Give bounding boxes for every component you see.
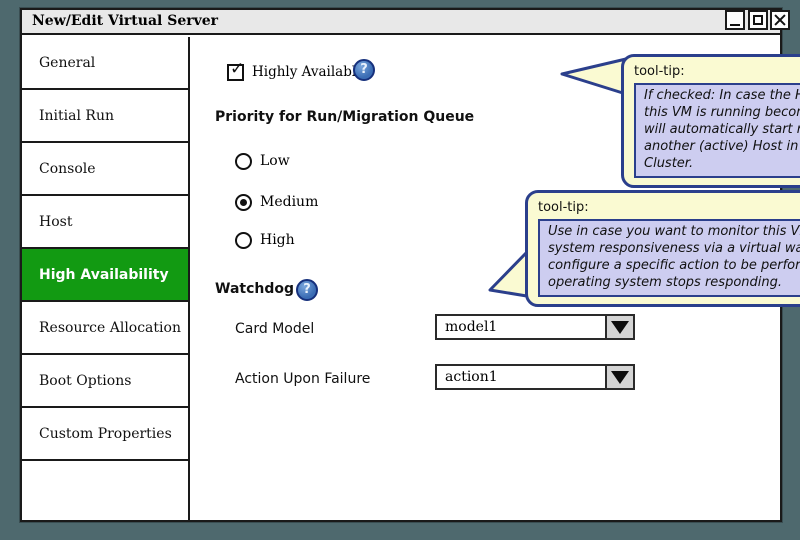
sidebar-item-high-availability[interactable]: High Availability [22,249,188,302]
sidebar: General Initial Run Console Host High Av… [22,37,190,520]
minimize-button[interactable] [725,10,745,30]
card-model-value: model1 [445,319,498,335]
window-title: New/Edit Virtual Server [32,13,219,29]
sidebar-item-initial-run[interactable]: Initial Run [22,90,188,143]
action-upon-failure-value: action1 [445,369,498,385]
radio-dot [240,199,247,206]
action-upon-failure-dropdown[interactable]: action1 [435,364,635,390]
sidebar-item-console[interactable]: Console [22,143,188,196]
card-model-label: Card Model [235,321,315,337]
content-panel: ✓ Highly Available ? tool-tip: If checke… [192,37,800,520]
titlebar: New/Edit Virtual Server [22,10,790,35]
medium-radio[interactable] [235,194,252,211]
card-model-dropdown[interactable]: model1 [435,314,635,340]
medium-label: Medium [260,194,319,210]
close-button[interactable] [770,10,790,30]
maximize-icon [753,15,763,25]
tooltip-title: tool-tip: [634,64,685,79]
high-radio[interactable] [235,232,252,249]
tooltip-body: Use in case you want to monitor this VM'… [538,219,800,297]
sidebar-item-resource-allocation[interactable]: Resource Allocation [22,302,188,355]
tooltip-highly-available: tool-tip: If checked: In case the Host o… [621,54,800,188]
sidebar-item-host[interactable]: Host [22,196,188,249]
card-model-dropdown-button[interactable] [605,316,633,338]
highly-available-help-icon[interactable]: ? [353,59,375,81]
low-label: Low [260,153,290,169]
watchdog-help-icon[interactable]: ? [296,279,318,301]
maximize-button[interactable] [748,10,768,30]
sidebar-item-boot-options[interactable]: Boot Options [22,355,188,408]
action-upon-failure-label: Action Upon Failure [235,371,371,387]
highly-available-checkbox[interactable]: ✓ [227,59,244,81]
priority-heading: Priority for Run/Migration Queue [215,109,475,125]
tooltip-title: tool-tip: [538,200,589,215]
tooltip-tail [560,57,627,96]
watchdog-heading: Watchdog [215,281,295,297]
sidebar-item-custom-properties[interactable]: Custom Properties [22,408,188,461]
high-label: High [260,232,295,248]
check-icon: ✓ [230,59,245,79]
tooltip-body: If checked: In case the Host on which th… [634,83,800,178]
tooltip-watchdog: tool-tip: Use in case you want to monito… [525,190,800,307]
low-radio[interactable] [235,153,252,170]
sidebar-filler [22,461,188,520]
sidebar-item-general[interactable]: General [22,37,188,90]
dialog-window: New/Edit Virtual Server General Initial … [20,8,800,522]
chevron-down-icon [611,371,629,384]
highly-available-label: Highly Available [252,64,365,80]
minimize-icon [730,24,740,26]
action-upon-failure-dropdown-button[interactable] [605,366,633,388]
chevron-down-icon [611,321,629,334]
